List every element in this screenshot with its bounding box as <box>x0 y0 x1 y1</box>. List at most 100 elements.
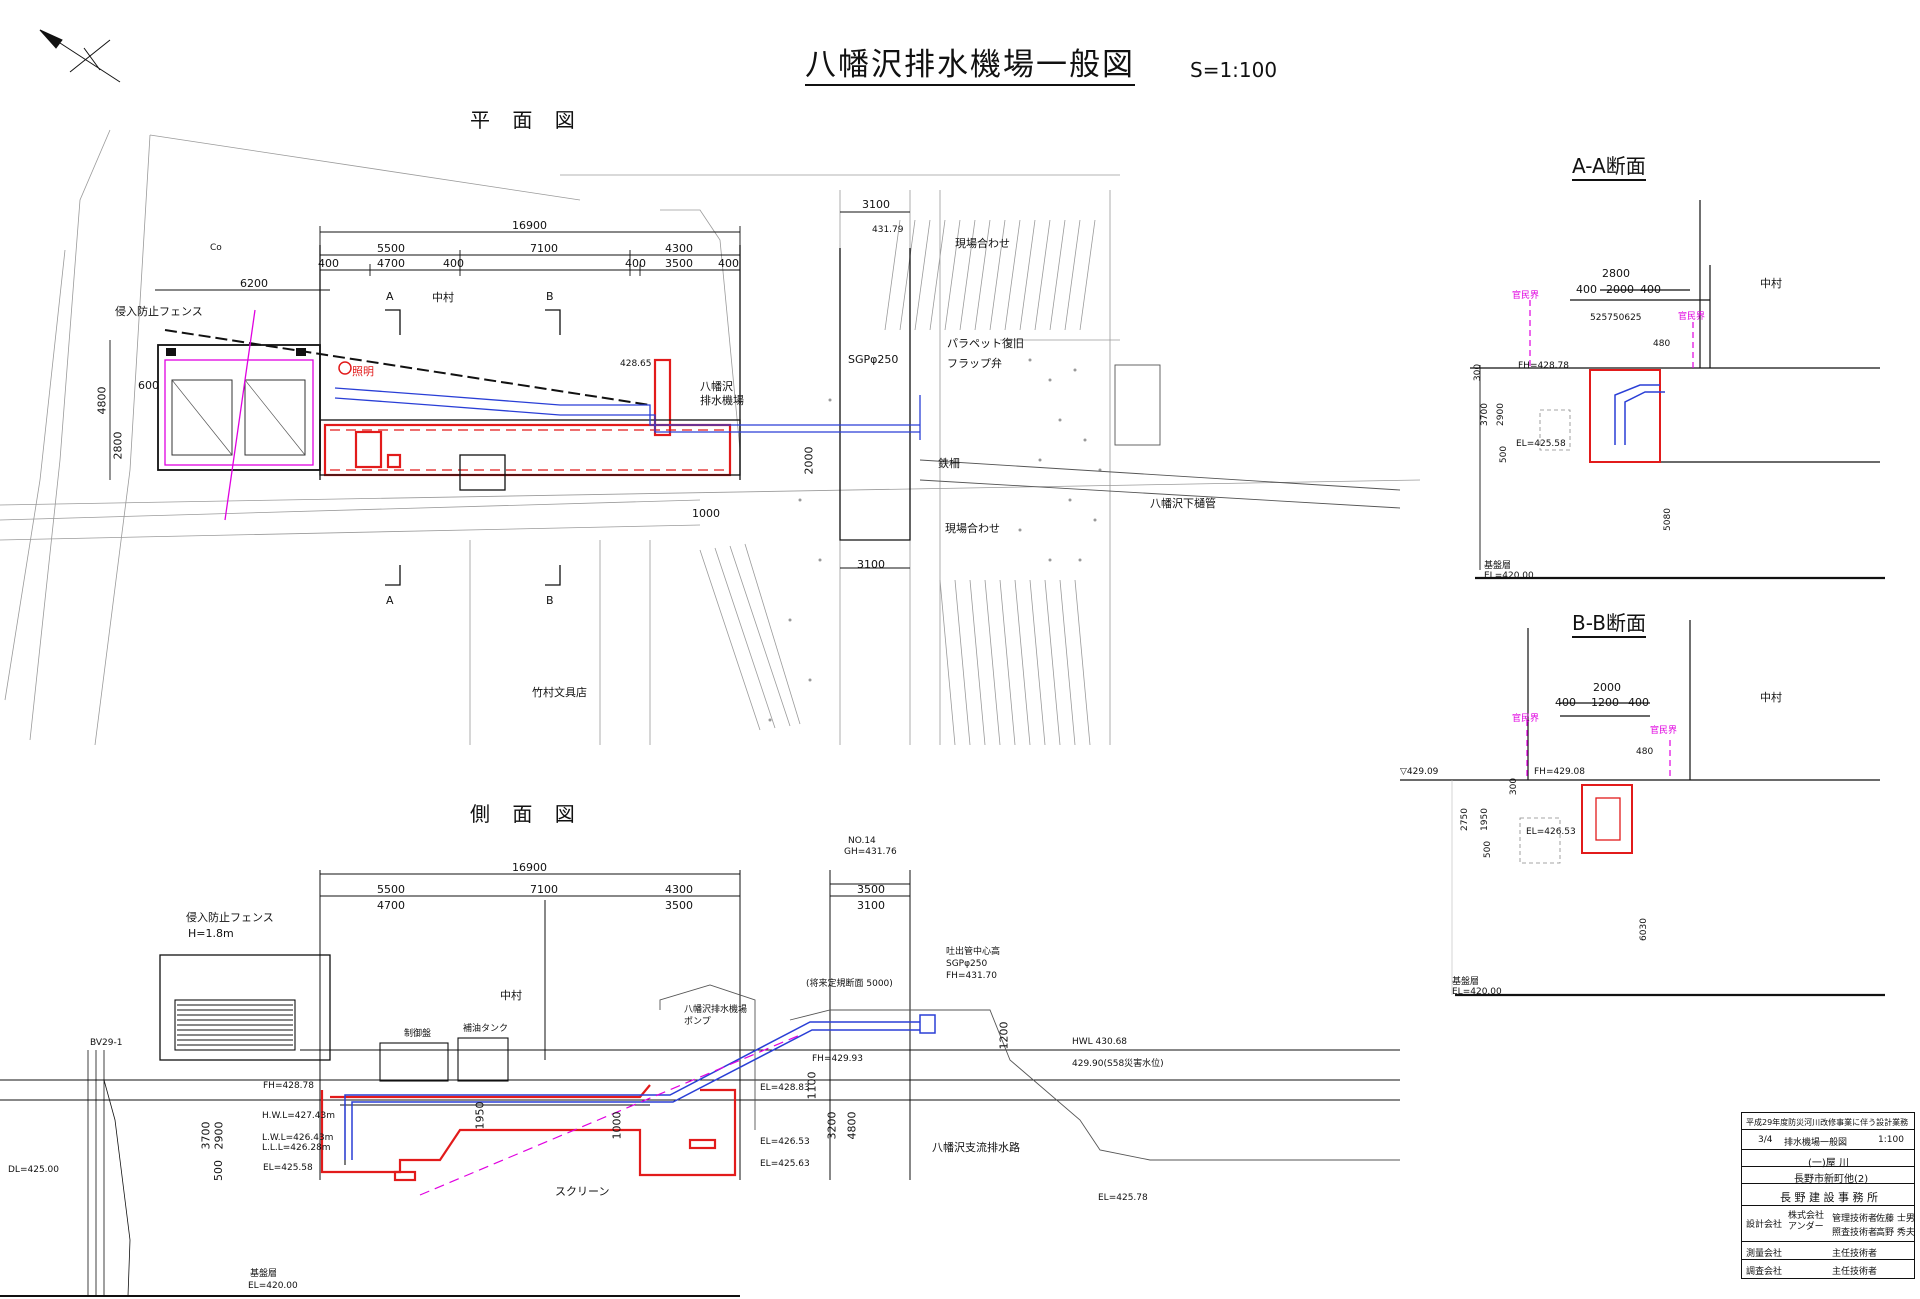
side-nakamura-label: 中村 <box>500 989 522 1002</box>
side-dl: DL=425.00 <box>8 1165 59 1175</box>
side-fh-428: FH=428.78 <box>263 1081 314 1091</box>
side-dim-4700: 4700 <box>377 899 405 912</box>
side-screen-label: スクリーン <box>555 1185 610 1198</box>
plan-section-b-top: B <box>546 290 554 303</box>
plan-dim-3500: 3500 <box>665 257 693 270</box>
side-outlet-label: 吐出管中心高 <box>946 947 1001 957</box>
tb-scale: 1:100 <box>1878 1135 1904 1145</box>
plan-sgp-label: SGPφ250 <box>848 353 899 366</box>
plan-dim-6200: 6200 <box>240 277 268 290</box>
tb-office: 長 野 建 設 事 務 所 <box>1780 1191 1878 1204</box>
side-panel-label: 制御盤 <box>404 1029 432 1039</box>
side-el-425-63: EL=425.63 <box>760 1159 810 1169</box>
plan-dim-400d: 400 <box>718 257 739 270</box>
tb-sheet: 3/4 <box>1758 1135 1773 1145</box>
bb-fh: FH=429.08 <box>1534 767 1585 777</box>
plan-section-a-bottom: A <box>386 594 394 607</box>
side-hwl-small: H.W.L=427.43m <box>262 1111 336 1121</box>
plan-culvert-label: 八幡沢下樋管 <box>1150 497 1216 510</box>
side-view <box>0 870 1400 1297</box>
plan-view-title: 平 面 図 <box>470 108 583 132</box>
side-dim-3700: 3700 <box>199 1121 213 1150</box>
tb-manager-label: 管理技術者 <box>1832 1214 1878 1224</box>
aa-dim-sub: 525750625 <box>1590 313 1642 323</box>
side-fh-429: FH=429.93 <box>812 1054 863 1064</box>
tb-drawing-name: 排水機場一般図 <box>1784 1138 1848 1148</box>
side-el-425-58: EL=425.58 <box>263 1163 313 1173</box>
plan-shop-label: 竹村文具店 <box>532 686 587 699</box>
side-bedrock-el: EL=420.00 <box>248 1281 298 1291</box>
side-outlet-fh: FH=431.70 <box>946 971 997 981</box>
plan-elev-431: 431.79 <box>872 225 904 235</box>
tb-checker-label: 照査技術者 <box>1832 1228 1878 1238</box>
plan-dim-4800: 4800 <box>95 386 109 415</box>
bb-dim-2750: 2750 <box>1459 808 1470 831</box>
bb-bedrock-el: EL=420.00 <box>1452 987 1502 997</box>
bb-dim-500: 500 <box>1483 840 1494 859</box>
plan-fence-label: 侵入防止フェンス <box>115 305 203 318</box>
plan-dim-400b: 400 <box>443 257 464 270</box>
plan-view <box>0 129 1421 746</box>
side-hwl: HWL 430.68 <box>1072 1037 1128 1047</box>
bb-dim-300: 300 <box>1509 777 1520 796</box>
plan-dim-2800: 2800 <box>111 431 125 460</box>
plan-light-label: 照明 <box>352 365 374 378</box>
plan-genba-label-1: 現場合わせ <box>955 237 1010 250</box>
side-dim-2900: 2900 <box>212 1121 226 1150</box>
plan-dim-total: 16900 <box>512 219 547 232</box>
aa-dim-2900: 2900 <box>1495 403 1506 426</box>
section-bb-title: B-B断面 <box>1572 613 1646 638</box>
aa-boundary-right: 官民界 <box>1678 312 1706 322</box>
side-dim-total: 16900 <box>512 861 547 874</box>
side-lll-small: L.L.L=426.28m <box>262 1143 331 1153</box>
plan-dim-3100-top: 3100 <box>862 198 890 211</box>
tb-river: (一)屋 川 <box>1808 1158 1849 1169</box>
plan-dim-2000: 2000 <box>802 446 816 475</box>
aa-nakamura: 中村 <box>1760 277 1782 290</box>
plan-section-a-top: A <box>386 290 394 303</box>
plan-dim-7100: 7100 <box>530 242 558 255</box>
side-tank-label: 補油タンク <box>463 1024 509 1034</box>
plan-guardrail-label: 鉄柵 <box>938 457 960 470</box>
bb-dim-1950: 1950 <box>1479 808 1490 831</box>
side-dim-1200: 1200 <box>997 1021 1011 1050</box>
bb-dim-400-right: 400 <box>1628 696 1649 709</box>
section-aa <box>1470 200 1885 580</box>
section-bb <box>1400 620 1885 997</box>
tb-location: 長野市新町他(2) <box>1794 1174 1869 1185</box>
side-kanri-label: (将来定規断面 5000) <box>806 979 893 989</box>
plan-dim-400a: 400 <box>318 257 339 270</box>
bb-boundary-left: 官民界 <box>1512 714 1540 724</box>
plan-dim-5500: 5500 <box>377 242 405 255</box>
aa-dim-480: 480 <box>1653 339 1671 349</box>
bb-water-level: ▽429.09 <box>1400 767 1439 777</box>
plan-genba-label-2: 現場合わせ <box>945 522 1000 535</box>
bb-dim-2000: 2000 <box>1593 681 1621 694</box>
side-el-428: EL=428.83 <box>760 1083 810 1093</box>
north-arrow-icon <box>39 29 121 83</box>
aa-dim-300: 300 <box>1473 363 1484 382</box>
tb-designer-label: 設計会社 <box>1746 1220 1783 1230</box>
bb-bedrock: 基盤層 <box>1452 977 1480 987</box>
bb-dim-6030: 6030 <box>1638 918 1649 941</box>
drawing-title: 八幡沢排水機場一般図 <box>805 50 1135 86</box>
bb-dim-1200: 1200 <box>1591 696 1619 709</box>
side-bedrock: 基盤層 <box>250 1269 278 1279</box>
tb-project: 平成29年度防災河川改修事業に伴う設計業務 <box>1746 1118 1909 1127</box>
side-pump-label: 八幡沢排水機場 ポンプ <box>684 1005 748 1027</box>
plan-dim-4300: 4300 <box>665 242 693 255</box>
side-dim-3500: 3500 <box>665 899 693 912</box>
side-boring-id: BV29-1 <box>90 1038 123 1048</box>
aa-dim-2000: 2000 <box>1606 283 1634 296</box>
side-fence-label: 侵入防止フェンス <box>186 911 274 924</box>
bb-nakamura: 中村 <box>1760 691 1782 704</box>
tb-research-role: 主任技術者 <box>1832 1267 1878 1277</box>
bb-dim-400: 400 <box>1555 696 1576 709</box>
side-dim-3100: 3100 <box>857 899 885 912</box>
aa-fh: FH=428.78 <box>1518 361 1569 371</box>
aa-dim-2800: 2800 <box>1602 267 1630 280</box>
aa-dim-400-right: 400 <box>1640 283 1661 296</box>
side-dim-4800: 4800 <box>845 1111 859 1140</box>
side-el-425-78: EL=425.78 <box>1098 1193 1148 1203</box>
